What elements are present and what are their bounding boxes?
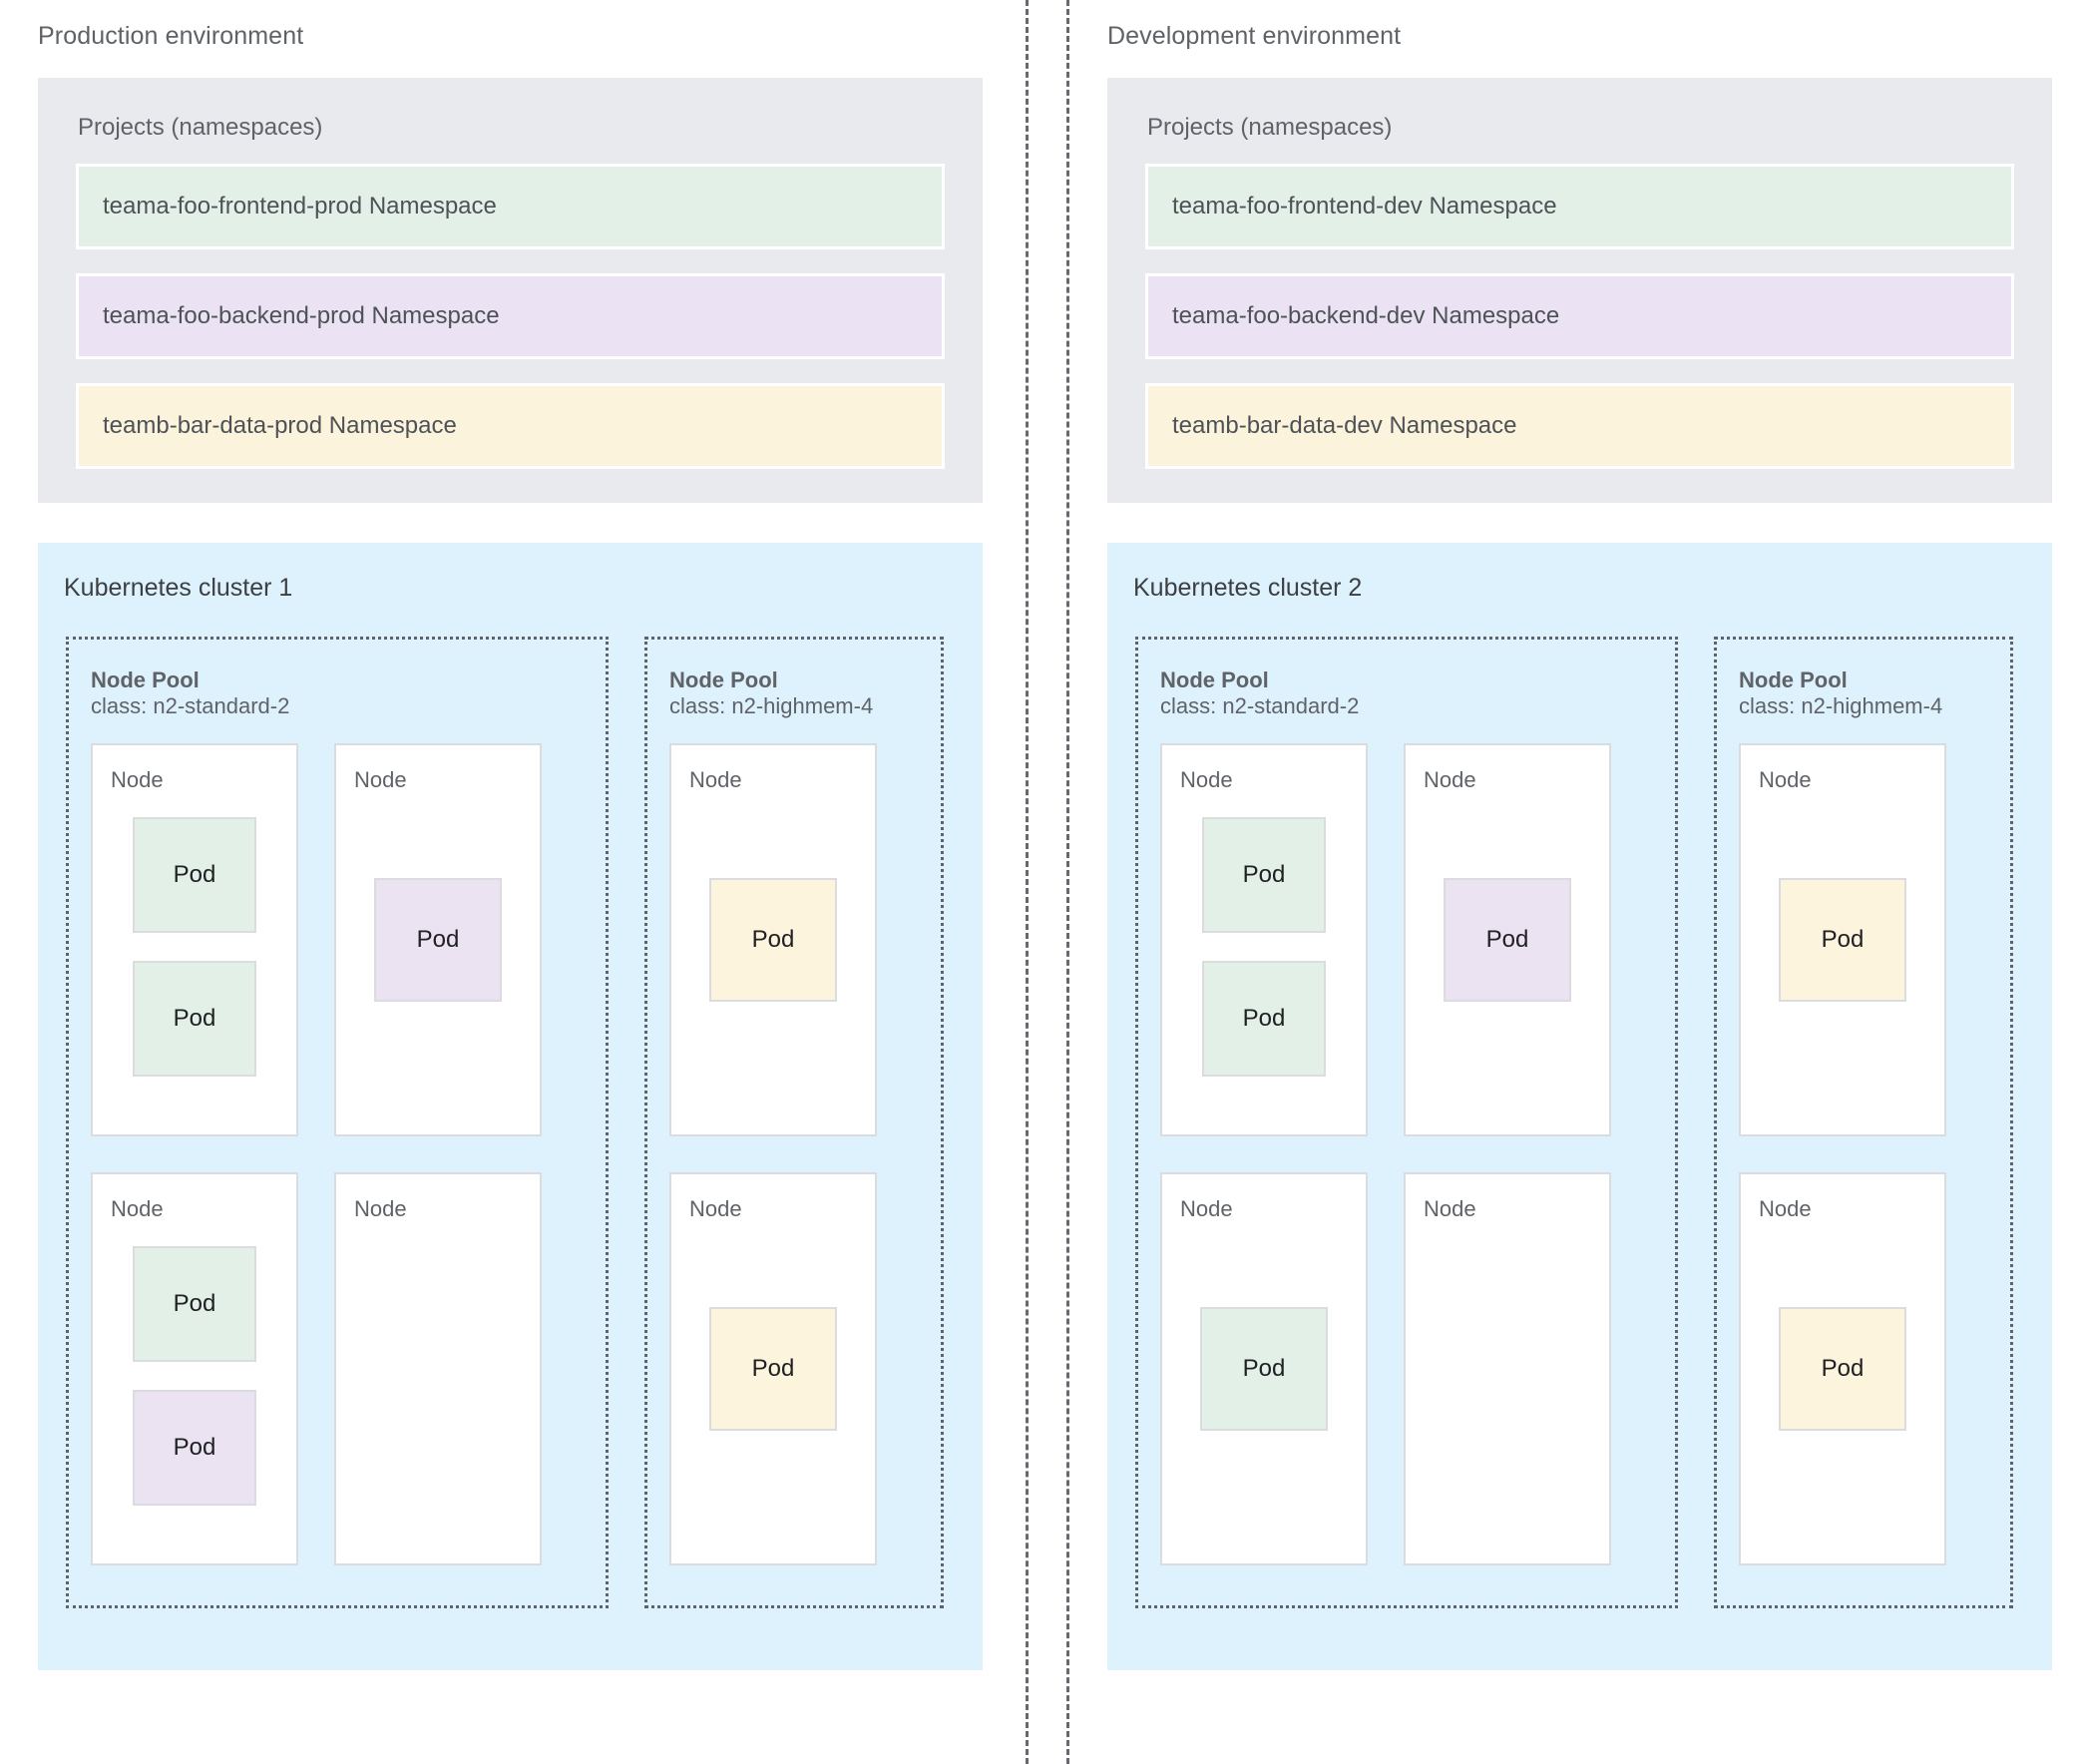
pod-box[interactable]: Pod	[1779, 1306, 1906, 1431]
node-pool-title: Node Pool	[669, 667, 778, 692]
pod-container: Pod	[1406, 745, 1609, 1134]
projects-panel: Projects (namespaces) teama-foo-frontend-…	[1107, 78, 2052, 503]
node-box[interactable]: Node	[334, 1171, 542, 1565]
pod-container: Pod	[1741, 745, 1944, 1134]
pod-box[interactable]: Pod	[709, 1306, 837, 1431]
pod-box[interactable]: Pod	[709, 877, 837, 1002]
pod-box[interactable]: Pod	[1444, 877, 1571, 1002]
pod-box[interactable]: Pod	[1202, 960, 1326, 1077]
namespace-label: teama-foo-backend-dev Namespace	[1172, 302, 1560, 329]
node-box[interactable]: Node	[1404, 1171, 1611, 1565]
namespace-label: teamb-bar-data-dev Namespace	[1172, 412, 1517, 439]
node-pool-class-label: class: n2-highmem-4	[669, 692, 874, 718]
pod-box[interactable]: Pod	[1200, 1306, 1328, 1431]
pod-container: Pod	[1741, 1174, 1944, 1563]
pod-container: Pod	[671, 745, 875, 1134]
namespace-box[interactable]: teama-foo-frontend-dev Namespace	[1145, 164, 2014, 249]
node-label: Node	[354, 1195, 407, 1221]
namespace-box[interactable]: teamb-bar-data-prod Namespace	[76, 383, 945, 469]
namespace-label: teama-foo-backend-prod Namespace	[103, 302, 500, 329]
node-pool-class-label: class: n2-standard-2	[1160, 692, 1360, 718]
pod-box[interactable]: Pod	[1202, 816, 1326, 933]
environment-title: Production environment	[38, 22, 304, 50]
node-label: Node	[354, 766, 407, 792]
node-label: Node	[1180, 1195, 1233, 1221]
environment-divider-line-1	[1026, 0, 1029, 1764]
node-label: Node	[1759, 1195, 1812, 1221]
pod-box[interactable]: Pod	[133, 816, 256, 933]
node-label: Node	[1424, 766, 1476, 792]
namespace-label: teama-foo-frontend-dev Namespace	[1172, 193, 1557, 220]
pod-box[interactable]: Pod	[133, 1389, 256, 1506]
pod-box[interactable]: Pod	[133, 960, 256, 1077]
environment-title: Development environment	[1107, 22, 1402, 50]
node-pool-title: Node Pool	[1160, 667, 1269, 692]
node-label: Node	[689, 1195, 742, 1221]
pod-container: Pod	[671, 1174, 875, 1563]
node-pool-class-label: class: n2-highmem-4	[1739, 692, 1943, 718]
pod-container: Pod	[1162, 1174, 1366, 1563]
node-pool-class-label: class: n2-standard-2	[91, 692, 290, 718]
cluster-title: Kubernetes cluster 1	[64, 574, 293, 602]
namespace-box[interactable]: teama-foo-backend-prod Namespace	[76, 273, 945, 359]
pod-box[interactable]: Pod	[1779, 877, 1906, 1002]
cluster-title: Kubernetes cluster 2	[1133, 574, 1363, 602]
namespace-box[interactable]: teamb-bar-data-dev Namespace	[1145, 383, 2014, 469]
node-pool-title: Node Pool	[1739, 667, 1848, 692]
projects-panel: Projects (namespaces) teama-foo-frontend-…	[38, 78, 983, 503]
node-label: Node	[1759, 766, 1812, 792]
pod-container: Pod	[336, 745, 540, 1134]
projects-panel-title: Projects (namespaces)	[78, 114, 323, 141]
pod-box[interactable]: Pod	[374, 877, 502, 1002]
pod-box[interactable]: Pod	[133, 1245, 256, 1362]
environment-divider-line-2	[1066, 0, 1069, 1764]
projects-panel-title: Projects (namespaces)	[1147, 114, 1393, 141]
namespace-label: teamb-bar-data-prod Namespace	[103, 412, 457, 439]
node-pool-title: Node Pool	[91, 667, 200, 692]
namespace-box[interactable]: teama-foo-frontend-prod Namespace	[76, 164, 945, 249]
namespace-box[interactable]: teama-foo-backend-dev Namespace	[1145, 273, 2014, 359]
node-label: Node	[1180, 766, 1233, 792]
node-label: Node	[111, 766, 164, 792]
node-label: Node	[1424, 1195, 1476, 1221]
node-label: Node	[111, 1195, 164, 1221]
namespace-label: teama-foo-frontend-prod Namespace	[103, 193, 497, 220]
node-label: Node	[689, 766, 742, 792]
